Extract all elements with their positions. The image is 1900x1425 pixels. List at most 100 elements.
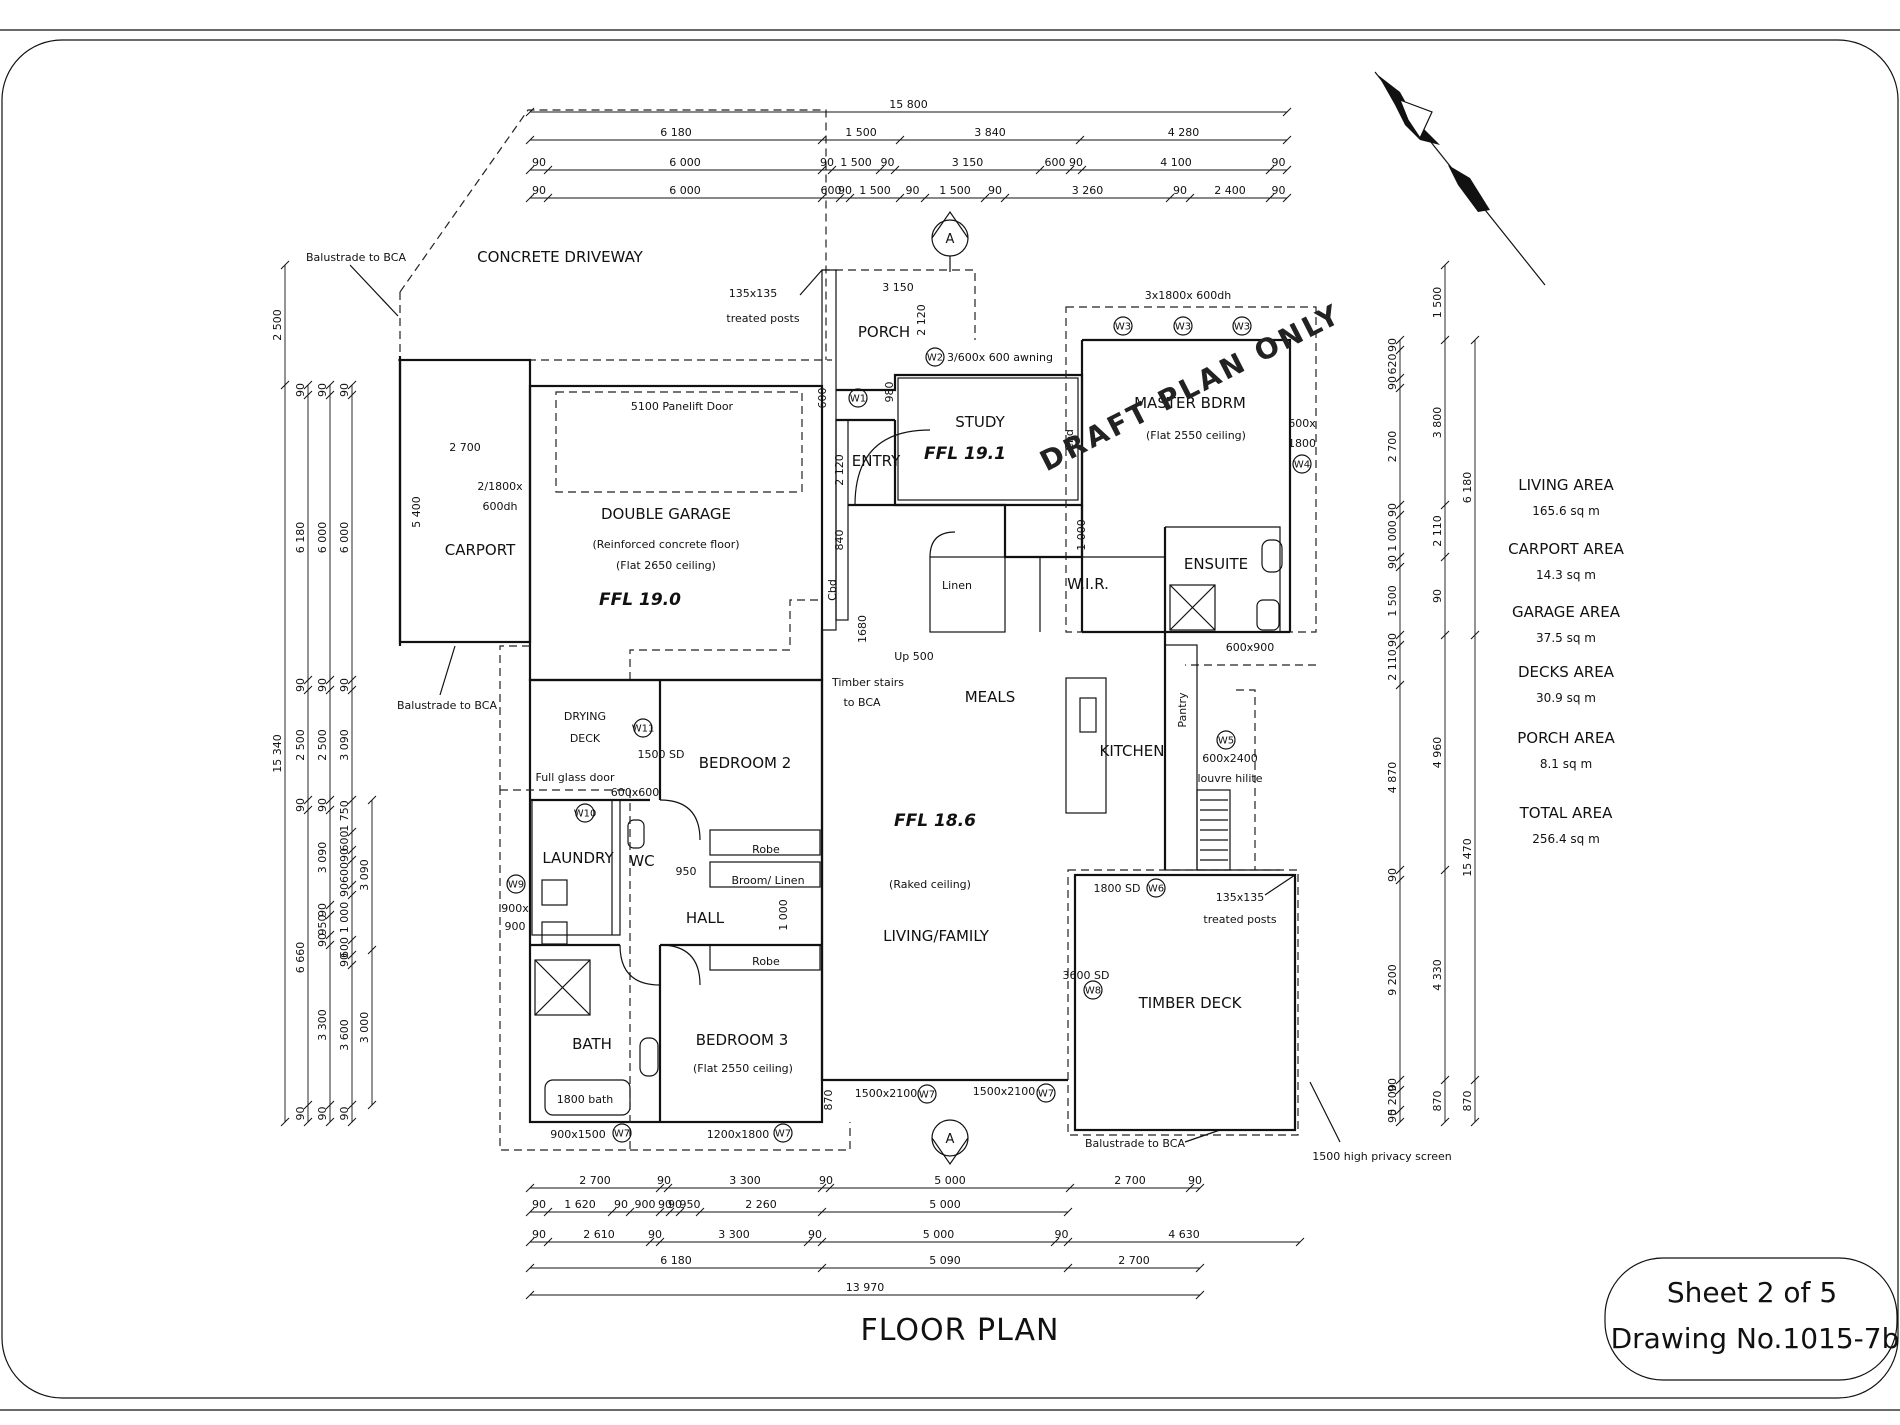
dim-top-row3-label: 3 150: [952, 156, 984, 169]
dim-870: 870: [822, 1090, 835, 1111]
dim-left-col3-label: 6 000: [316, 522, 329, 554]
dim-right-col1-label: 4 870: [1386, 762, 1399, 794]
dim-top-row4-label: 3 260: [1072, 184, 1104, 197]
dim-bottom-row1-label: 3 300: [729, 1174, 761, 1187]
dim-right-col1-label: 620: [1386, 354, 1399, 375]
dim-bottom-row1-label: 90: [1188, 1174, 1202, 1187]
dim-right-col3-label: 870: [1461, 1091, 1474, 1112]
window-tag-label: W2: [927, 353, 943, 364]
dim-right-col1-label: 870: [1386, 0, 1407, 3]
wc-label: WC: [629, 852, 654, 870]
main-house-walls: [820, 630, 1280, 1082]
area-label: GARAGE AREA: [1512, 603, 1621, 621]
dim-5400: 5 400: [410, 496, 423, 528]
entry-label: ENTRY: [852, 452, 901, 470]
note-privacy-screen: 1500 high privacy screen: [1312, 1150, 1451, 1163]
dim-left-col4-label: 1 000: [338, 902, 351, 934]
drying-deck-label-1: DRYING: [564, 710, 606, 723]
svg-text:A: A: [946, 232, 955, 247]
dim-left-col5-label: 3 000: [358, 1012, 371, 1044]
dim-left-col5-label: 3 090: [358, 859, 371, 891]
dim-right-col2-label: 4 330: [1431, 959, 1444, 991]
dim-top-row4-label: 90: [532, 184, 546, 197]
dim-bottom-row2-label: 90: [532, 1198, 546, 1211]
dim-bottom-row2-label: 1 620: [564, 1198, 596, 1211]
area-label: PORCH AREA: [1517, 729, 1615, 747]
dim-right-col2-label: 1 500: [1431, 287, 1444, 319]
dim-top-row3-label: 6 000: [669, 156, 701, 169]
dim-bottom-row1-label: 5 000: [934, 1174, 966, 1187]
dim-bottom-row3-label: 90: [532, 1228, 546, 1241]
dim-top-row2-label: 1 500: [845, 126, 877, 139]
dim-2120v: 2 120: [833, 454, 846, 486]
wir-label: W.I.R.: [1067, 575, 1109, 593]
note-balustrade-deck: Balustrade to BCA: [1085, 1137, 1185, 1150]
area-label: DECKS AREA: [1518, 663, 1615, 681]
dim-top-row4-label: 1 500: [859, 184, 891, 197]
note-posts1-b: treated posts: [726, 312, 799, 325]
master-label: MASTER BDRM: [1134, 394, 1246, 412]
dim-top-row3-label: 90: [1272, 156, 1286, 169]
dim-bottom-row3-label: 90: [1055, 1228, 1069, 1241]
section-marker-bottom: A: [931, 1119, 969, 1166]
dim-top-row4-label: 90: [838, 184, 852, 197]
dim-right-col1-label: 90: [1386, 338, 1399, 352]
ensuite-label: ENSUITE: [1184, 555, 1248, 573]
dim-right-col2-label: 2 110: [1431, 515, 1444, 547]
dim-bottom-row1-label: 90: [657, 1174, 671, 1187]
dim-bottom-row2-label: 2 260: [745, 1198, 777, 1211]
dim-1680: 1680: [856, 615, 869, 643]
drawing-frame: [1, 39, 1899, 1399]
kitchen-label: KITCHEN: [1100, 742, 1165, 760]
dim-top-row2-label: 3 840: [974, 126, 1006, 139]
dim-bottom-row3-label: 5 000: [923, 1228, 955, 1241]
note-600x600: 600x600: [611, 786, 660, 799]
carport-label: CARPORT: [445, 541, 516, 559]
dim-right-col2-label: 90: [1431, 589, 1444, 603]
garage-floor: (Reinforced concrete floor): [592, 538, 739, 551]
laundry-label: LAUNDRY: [542, 849, 614, 867]
note-900: 900: [505, 920, 526, 933]
dim-top-row4-label: 90: [1272, 184, 1286, 197]
dim-right-col3-label: 15 470: [1461, 838, 1474, 877]
robe2-label: Robe: [752, 955, 780, 968]
note-glass-door: Full glass door: [535, 771, 614, 784]
dim-2120: 2 120: [915, 304, 928, 336]
note-1200x1800: 1200x1800: [707, 1128, 770, 1141]
pantry-label: Pantry: [1176, 692, 1189, 728]
dim-right-col1-label: 90: [1386, 868, 1399, 882]
window-tag: W6: [1146, 878, 1166, 898]
master-suite-walls: [1005, 306, 1317, 666]
dim-left-col4-label: 1 750: [338, 800, 351, 832]
window-tag-label: W7: [614, 1129, 630, 1140]
dim-top-row2-label: 6 180: [660, 126, 692, 139]
dim-840: 840: [833, 530, 846, 551]
timber-deck-label: TIMBER DECK: [1138, 994, 1243, 1012]
dim-right-col2-label: 4 960: [1431, 737, 1444, 769]
dim-left-col3-label: 90: [316, 933, 329, 947]
dim-bottom-row5-label: 13 970: [846, 1281, 885, 1294]
dim-left-col3-label: 90: [316, 383, 329, 397]
dim-left-col4-label: 600: [338, 831, 351, 852]
main-ffl: FFL 18.6: [894, 811, 976, 831]
dim-right-col1-label: 2 110: [1386, 649, 1399, 681]
note-900x: 900x: [501, 902, 529, 915]
window-tag-label: W6: [1148, 884, 1164, 895]
north-arrow-icon: [1374, 71, 1546, 286]
window-tag: W9: [506, 874, 526, 894]
dim-bottom-row2-label: 90: [658, 1198, 672, 1211]
dim-left-col2-label: 6 660: [294, 942, 307, 974]
dim-left-col4-label: 3 090: [338, 729, 351, 761]
note-master-window-b: 1800: [1288, 437, 1316, 450]
note-carport-window-b: 600dh: [483, 500, 518, 513]
